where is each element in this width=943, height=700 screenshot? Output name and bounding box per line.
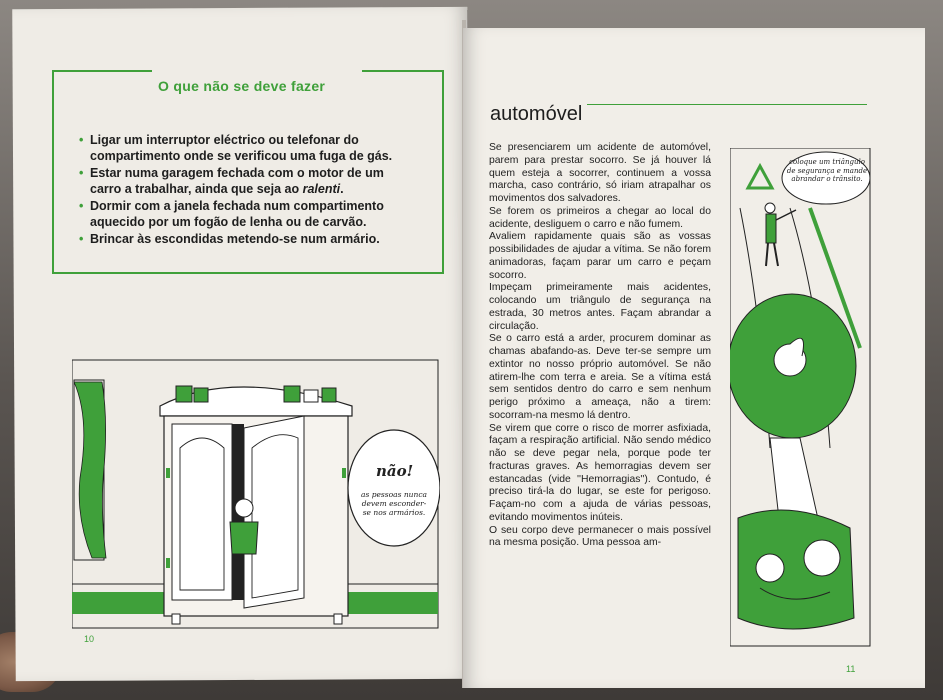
section-heading: automóvel — [490, 103, 583, 125]
paragraph: Se forem os primeiros a chegar ao local … — [489, 205, 711, 230]
page-number-right: 11 — [846, 664, 856, 674]
paragraph: Se presenciarem um acidente de automóvel… — [489, 142, 711, 204]
page-number-left: 10 — [84, 634, 95, 644]
warning-box — [52, 70, 444, 274]
road-accident-illustration: coloque um triângulo de segurança e mand… — [730, 148, 871, 647]
paragraph: Se virem que corre o risco de morrer asf… — [489, 422, 711, 523]
warning-item: •Brincar às escondidas metendo-se num ar… — [79, 232, 380, 246]
bubble-caption: as pessoas nunca devem esconder-se nos a… — [360, 490, 428, 517]
paragraph: Impeçam primeiramente mais acidentes, co… — [489, 282, 711, 332]
paragraph: O seu corpo deve permanecer o mais possí… — [489, 524, 711, 549]
warning-list: •Ligar um interruptor eléctrico ou telef… — [79, 132, 408, 248]
wardrobe-illustration: não! as pessoas nunca devem esconder-se … — [72, 359, 440, 629]
warning-item: •Estar numa garagem fechada com o motor … — [79, 166, 384, 196]
body-text: Se presenciarem um acidente de automóvel… — [489, 142, 711, 550]
paragraph: Se o carro está a arder, procurem domina… — [489, 333, 711, 421]
paragraph: Avaliem rapidamente quais são as vossas … — [489, 231, 711, 281]
warning-box-title: O que não se deve fazer — [158, 78, 326, 94]
bubble-exclaim: não! — [376, 462, 413, 480]
heading-rule — [587, 104, 867, 105]
warning-item: •Ligar um interruptor eléctrico ou telef… — [79, 133, 393, 163]
warning-item: •Dormir com a janela fechada num compart… — [79, 199, 384, 229]
bubble-text: coloque um triângulo de segurança e mand… — [786, 158, 868, 183]
warning-triangle-icon — [745, 162, 775, 190]
